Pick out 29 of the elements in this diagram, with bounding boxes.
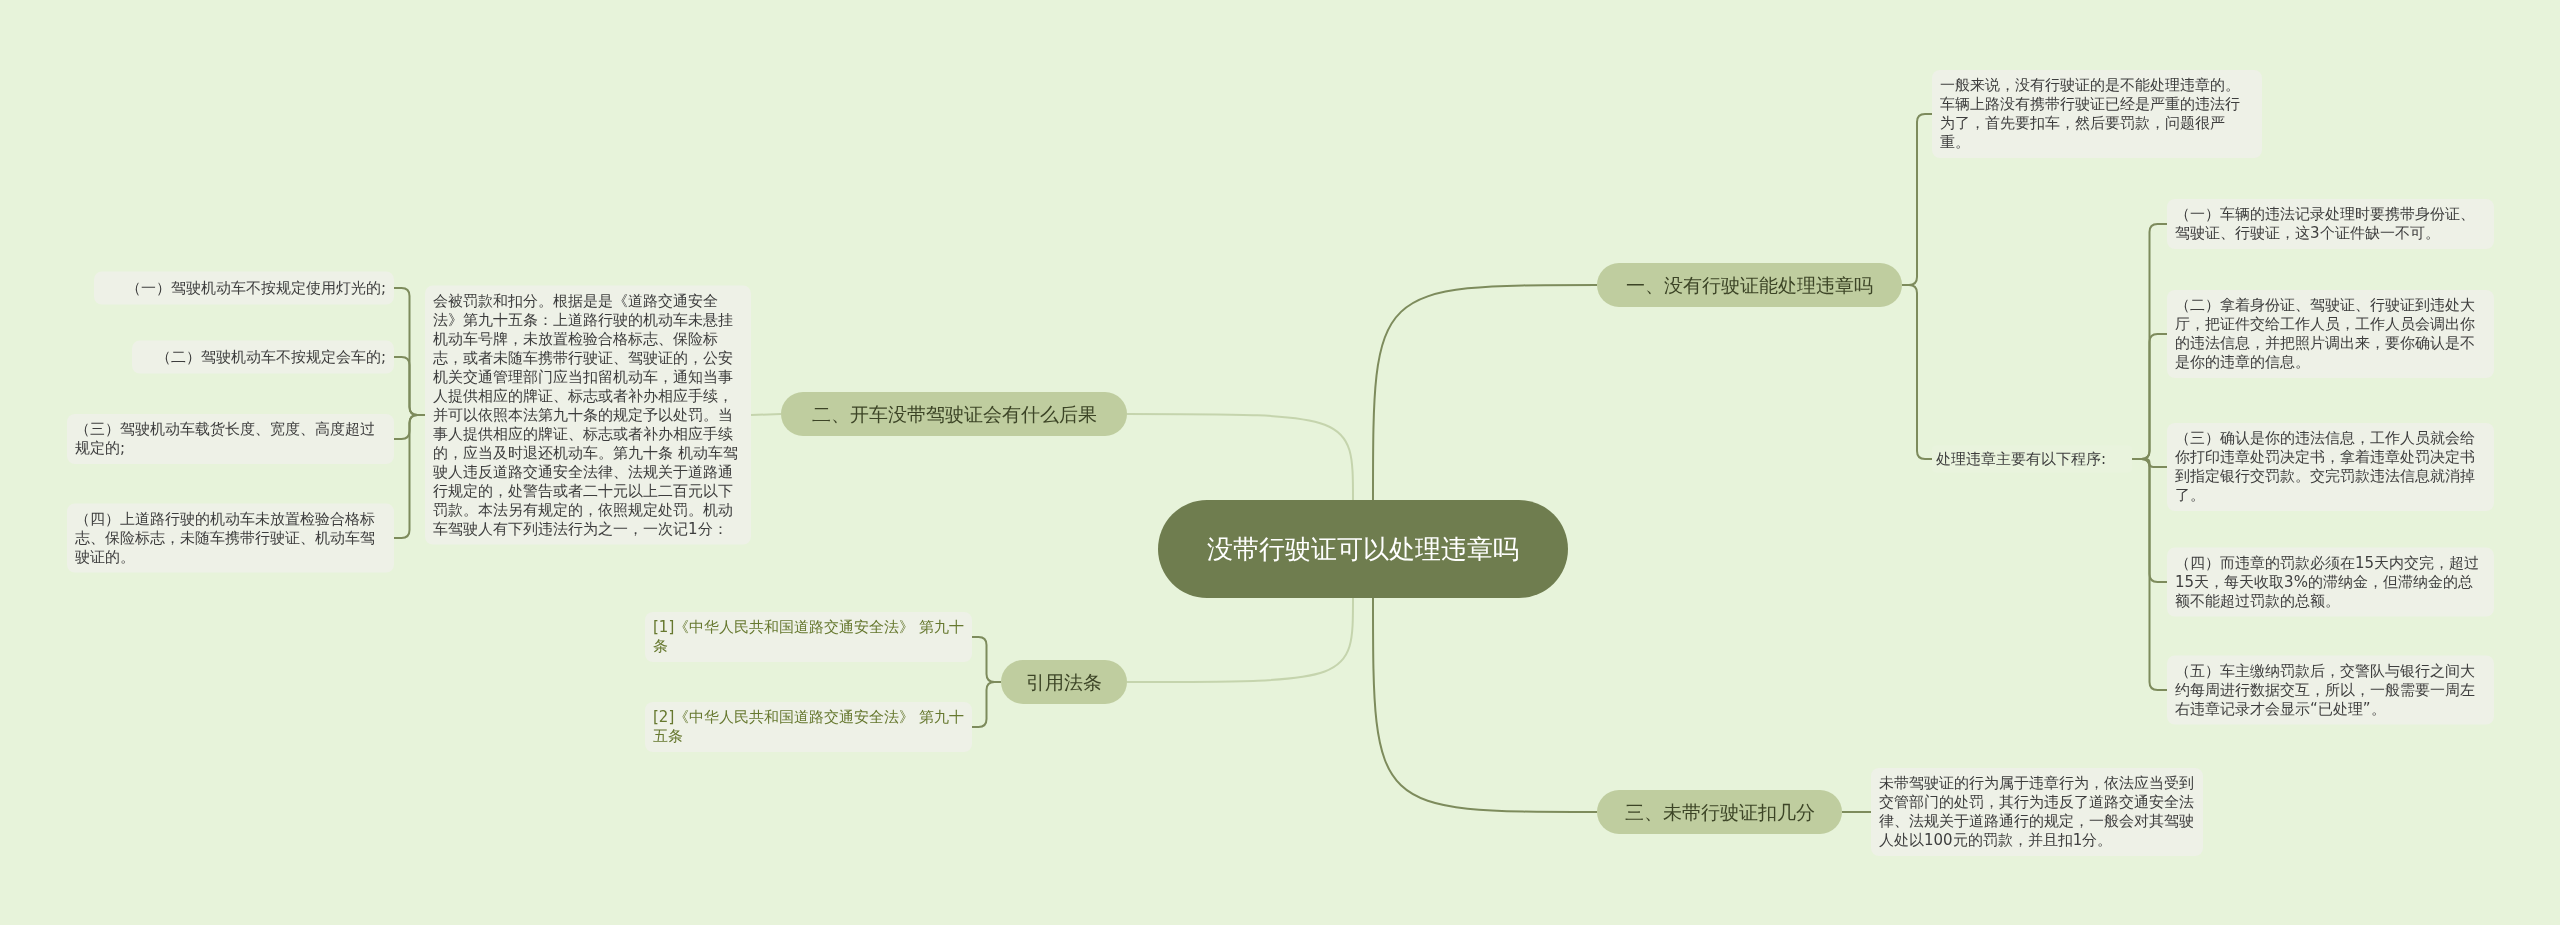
note-card: （一）车辆的违法记录处理时要携带身份证、驾驶证、行驶证，这3个证件缺一不可。	[2167, 199, 2494, 249]
note-card: 未带驾驶证的行为属于违章行为，依法应当受到交管部门的处罚，其行为违反了道路交通安全法律、法规关于道路通行的规定，一般会对其驾驶人处以100元的罚款，并且扣1分。	[1871, 768, 2203, 856]
note-card: （三）确认是你的违法信息，工作人员就会给你打印违章处罚决定书，拿着违章处罚决定书到指定银行交罚款。交完罚款违法信息就消掉了。	[2167, 423, 2494, 511]
root-topic: 没带行驶证可以处理违章吗	[1158, 500, 1568, 598]
connector-line	[971, 681, 1002, 728]
connector-line	[1372, 597, 1598, 813]
note-card: 会被罚款和扣分。根据是是《道路交通安全法》第九十五条：上道路行驶的机动车未悬挂机动车号牌，未放置检验合格标志、保险标志，或者未随车携带行驶证、驾驶证的，公安机关交通管理部门应当扣留机动车，通知当事人提供相应的牌证、标志或者补办相应手续，并可以依照本法第九十条的规定予以处罚。当事人提供相应的牌证、标志或者补办相应手续的，应当及时退还机动车。第九十条 机动车驾驶人违反道路交通安全法律、法规关于道路通行规定的，处警告或者二十元以上二百元以下罚款。本法另有规定的，依照规定处罚。机动车驾驶人有下列违法行为之一，一次记1分：	[425, 285, 751, 545]
branch-topic: 一、没有行驶证能处理违章吗	[1597, 263, 1902, 307]
branch-topic: 二、开车没带驾驶证会有什么后果	[781, 392, 1127, 436]
connector-line	[1372, 284, 1598, 501]
citation-card: [1]《中华人民共和国道路交通安全法》 第九十条	[645, 612, 972, 662]
note-card: 一般来说，没有行驶证的是不能处理违章的。车辆上路没有携带行驶证已经是严重的违法行为了，首先要扣车，然后要罚款，问题很严重。	[1932, 70, 2262, 158]
connector-line	[2131, 458, 2168, 691]
citation-card: [2]《中华人民共和国道路交通安全法》 第九十五条	[645, 702, 972, 752]
note-card: （四）上道路行驶的机动车未放置检验合格标志、保险标志，未随车携带行驶证、机动车驾驶证的。	[67, 503, 394, 573]
branch-topic: 引用法条	[1001, 660, 1127, 704]
note-card: （二）拿着身份证、驾驶证、行驶证到违处大厅，把证件交给工作人员，工作人员会调出你的违法信息，并把照片调出来，要你确认是不是你的违章的信息。	[2167, 290, 2494, 378]
connector-line	[393, 414, 426, 539]
connector-line	[1841, 811, 1872, 813]
connector-line	[1901, 284, 1933, 460]
note-card: （三）驾驶机动车载货长度、宽度、高度超过规定的;	[67, 414, 394, 464]
note-card: （一）驾驶机动车不按规定使用灯光的;	[94, 271, 394, 305]
branch-topic: 三、未带行驶证扣几分	[1597, 790, 1842, 834]
note-card: （四）而违章的罚款必须在15天内交完，超过15天，每天收取3%的滞纳金，但滞纳金的总额不能超过罚款的总额。	[2167, 547, 2494, 617]
note-card: （二）驾驶机动车不按规定会车的;	[132, 340, 394, 374]
connector-line	[750, 413, 782, 416]
connector-line	[1126, 413, 1354, 501]
note-card: （五）车主缴纳罚款后，交警队与银行之间大约每周进行数据交互，所以，一般需要一周左右违章记录才会显示“已处理”。	[2167, 655, 2494, 725]
connector-line	[1126, 597, 1354, 683]
